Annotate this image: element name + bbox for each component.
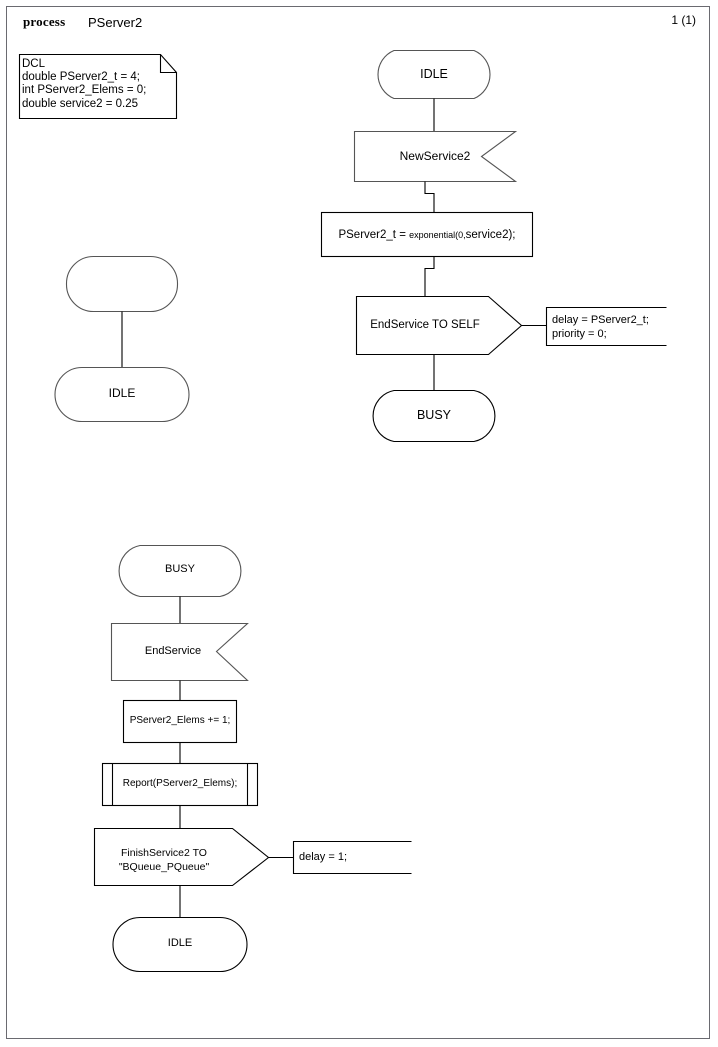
input-newservice2-shape[interactable] — [353, 130, 518, 183]
declaration-box-fold — [159, 54, 177, 74]
output-endservice-self-shape[interactable] — [355, 295, 523, 356]
comment-box-endservice-shape — [545, 306, 667, 347]
diagram-type-keyword: process — [23, 14, 66, 29]
state-busy-lower-shape[interactable] — [118, 544, 242, 598]
start-symbol-shape[interactable] — [65, 255, 179, 313]
state-busy-top-shape[interactable] — [372, 389, 496, 443]
task-increment-elems-shape[interactable] — [122, 699, 238, 744]
page-number: 1 (1) — [671, 13, 696, 27]
connector-newservice2-to-task — [424, 181, 435, 213]
task-pserver2t-shape[interactable] — [320, 211, 534, 258]
connector-task-to-endservice — [424, 256, 435, 297]
declaration-box-shape[interactable] — [18, 53, 178, 120]
declaration-text: DCL double PServer2_t = 4; int PServer2_… — [22, 58, 147, 110]
state-idle-top-shape[interactable] — [377, 49, 491, 100]
output-finishservice2-shape[interactable] — [93, 827, 270, 887]
page-title: PServer2 — [88, 15, 143, 30]
comment-finishservice2-text: delay = 1; — [299, 851, 348, 863]
comment-endservice-text: delay = PServer2_t; priority = 0; — [552, 314, 649, 340]
input-endservice-shape[interactable] — [110, 622, 249, 682]
procedure-call-report-shape[interactable] — [101, 762, 259, 807]
comment-box-finishservice2-shape — [292, 840, 412, 875]
state-idle-left-shape[interactable] — [54, 366, 190, 423]
state-idle-bottom-shape[interactable] — [112, 916, 248, 973]
